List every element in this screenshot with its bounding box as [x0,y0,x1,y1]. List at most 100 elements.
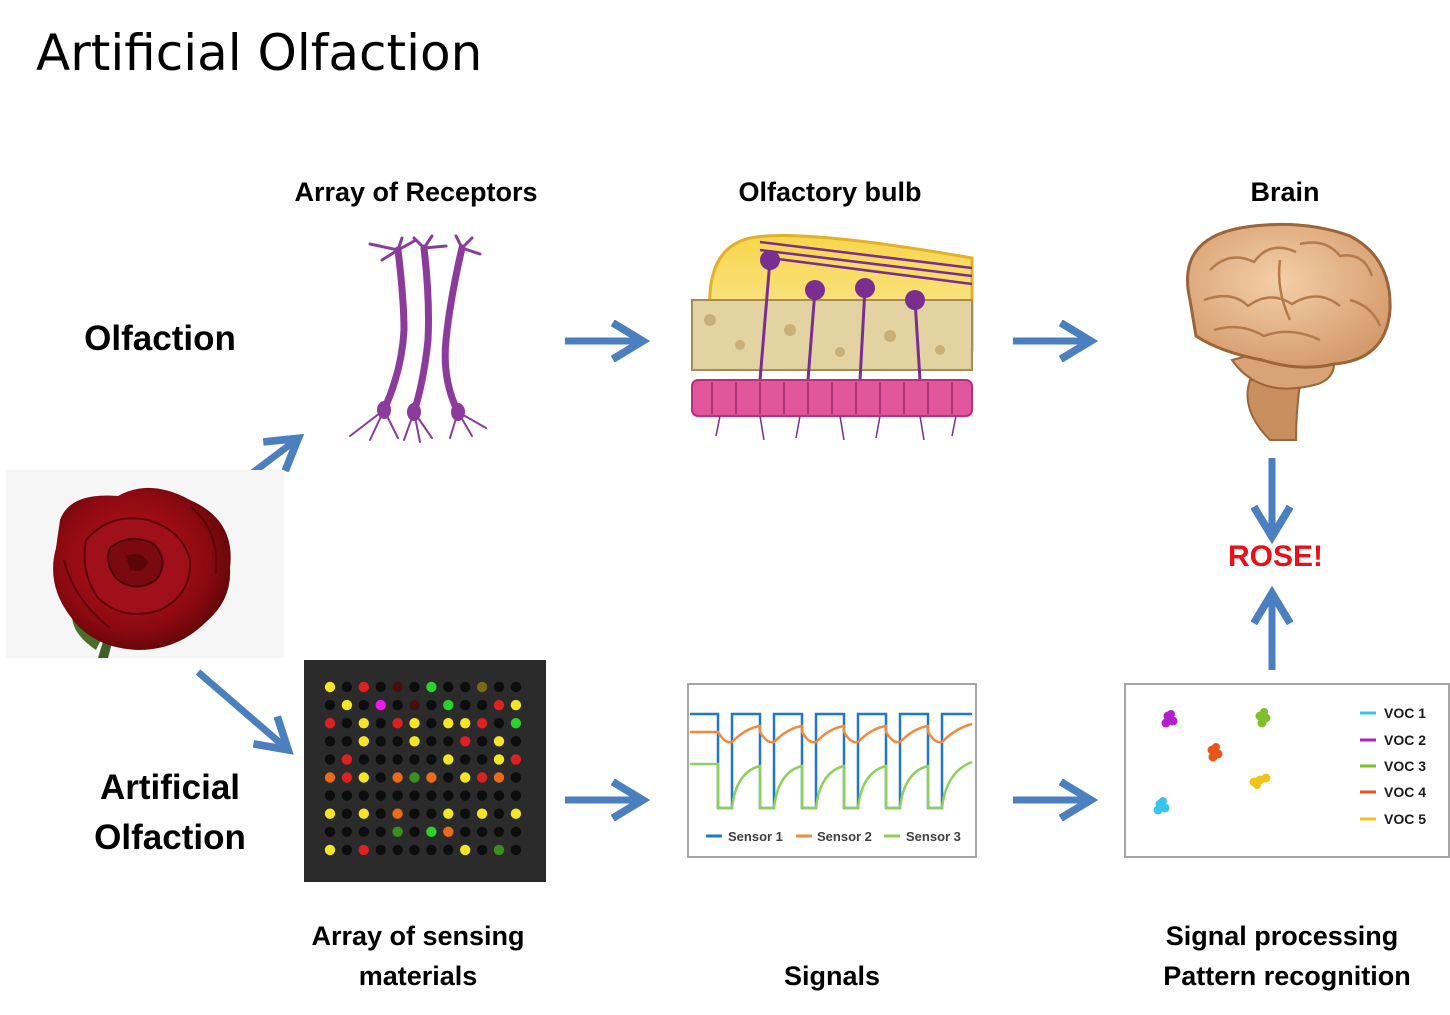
receptors-illustration [349,234,487,443]
sensor-dot [375,826,386,837]
sensor-dot [324,736,336,747]
sensor-dot [426,844,437,856]
sensor-dot [409,736,420,747]
sensor-dot [358,772,369,783]
sensor-dot [341,754,353,765]
label-brain: Brain [1250,177,1320,207]
sensor-dot [476,844,488,856]
rose-image [6,470,284,658]
sensor-dot [426,808,437,819]
sensor-dot [409,754,420,765]
sensor-dot [460,754,471,765]
sensor-dot [476,699,488,711]
sensor-dot [324,790,336,801]
label-array-of-receptors: Array of Receptors [294,177,538,207]
sensor-dot [324,718,336,729]
legend-label-voc-1: VOC 1 [1384,705,1426,721]
arrow-rose-to-sensing [195,669,286,748]
sensor-dot [341,844,353,856]
sensor-dot [358,699,369,711]
olfactory-bulb-illustration [691,234,974,441]
sensor-dot [358,826,369,837]
sensor-dot [493,699,505,711]
sensor-dot [460,736,471,747]
sensor-dot [392,718,403,729]
sensor-dot [443,826,454,837]
sensor-dot [460,681,471,693]
sensor-dot [476,826,488,837]
sensor-dot [324,826,336,837]
sensor-dot [443,808,454,819]
sensor-dot [476,772,488,783]
sensor-dot [341,808,353,819]
sensor-dot [460,844,471,856]
sensor-dot [426,772,437,783]
label-processing-line1: Signal processing [1165,921,1399,951]
row-label-olfaction: Olfaction [84,319,236,358]
sensor-1-trace [690,712,972,810]
sensor-dot [493,844,505,856]
arrows [195,341,1272,800]
sensor-dot [392,736,403,747]
legend-label-sensor-2: Sensor 2 [817,829,872,844]
sensor-dot [409,808,420,819]
voc-3-cluster [1255,708,1271,728]
sensor-dot [341,790,353,801]
sensor-dot [409,699,420,711]
legend-label-voc-4: VOC 4 [1384,784,1426,800]
sensor-dot [493,826,505,837]
sensor-dot [426,699,437,711]
sensor-dot [392,754,403,765]
sensor-dot [324,844,336,856]
sensor-dot [443,790,454,801]
sensor-dot [375,808,386,819]
sensor-dot [510,718,522,729]
sensor-dot [409,772,420,783]
sensor-dot [426,826,437,837]
sensor-dot [426,754,437,765]
sensor-dot [358,790,369,801]
sensor-dot [375,736,386,747]
sensor-dot [510,808,522,819]
sensor-dot [375,772,386,783]
sensor-dot [510,790,522,801]
sensor-dot [443,754,454,765]
sensor-dot [476,736,488,747]
sensor-dot [443,736,454,747]
sensor-dot [392,826,403,837]
signals-legend: Sensor 1 Sensor 2 Sensor 3 [706,829,961,844]
label-sensing-line1: Array of sensing [311,921,525,951]
sensor-dot [476,808,488,819]
pattern-frame [1124,683,1450,858]
sensor-dot [324,808,336,819]
sensor-dot [443,681,454,693]
sensor-dot [341,681,353,693]
sensor-dot [460,826,471,837]
sensor-dot [426,790,437,801]
sensor-dot [476,718,488,729]
sensor-dot [460,718,471,729]
sensor-dot [324,681,336,693]
sensor-dot [341,699,353,711]
legend-label-voc-5: VOC 5 [1384,811,1426,827]
sensor-dot [493,754,505,765]
row-label-artificial-line2: Olfaction [94,818,246,857]
sensor-dot [476,681,488,693]
sensor-dot [493,736,505,747]
sensor-dot-grid [324,681,522,856]
brain-illustration [1185,222,1392,441]
sensor-dot [341,736,353,747]
label-processing-line2: Pattern recognition [1163,961,1411,991]
sensor-dot [375,844,386,856]
sensor-dot [341,772,353,783]
sensor-dot [392,681,403,693]
sensor-dot [341,826,353,837]
voc-4-cluster [1207,743,1223,762]
sensor-dot [375,681,386,693]
voc-2-cluster [1161,710,1178,728]
sensor-dot [358,736,369,747]
row-label-artificial-line1: Artificial [99,768,241,807]
sensor-dot [358,844,369,856]
sensor-dot [409,718,420,729]
sensor-dot [392,699,403,711]
